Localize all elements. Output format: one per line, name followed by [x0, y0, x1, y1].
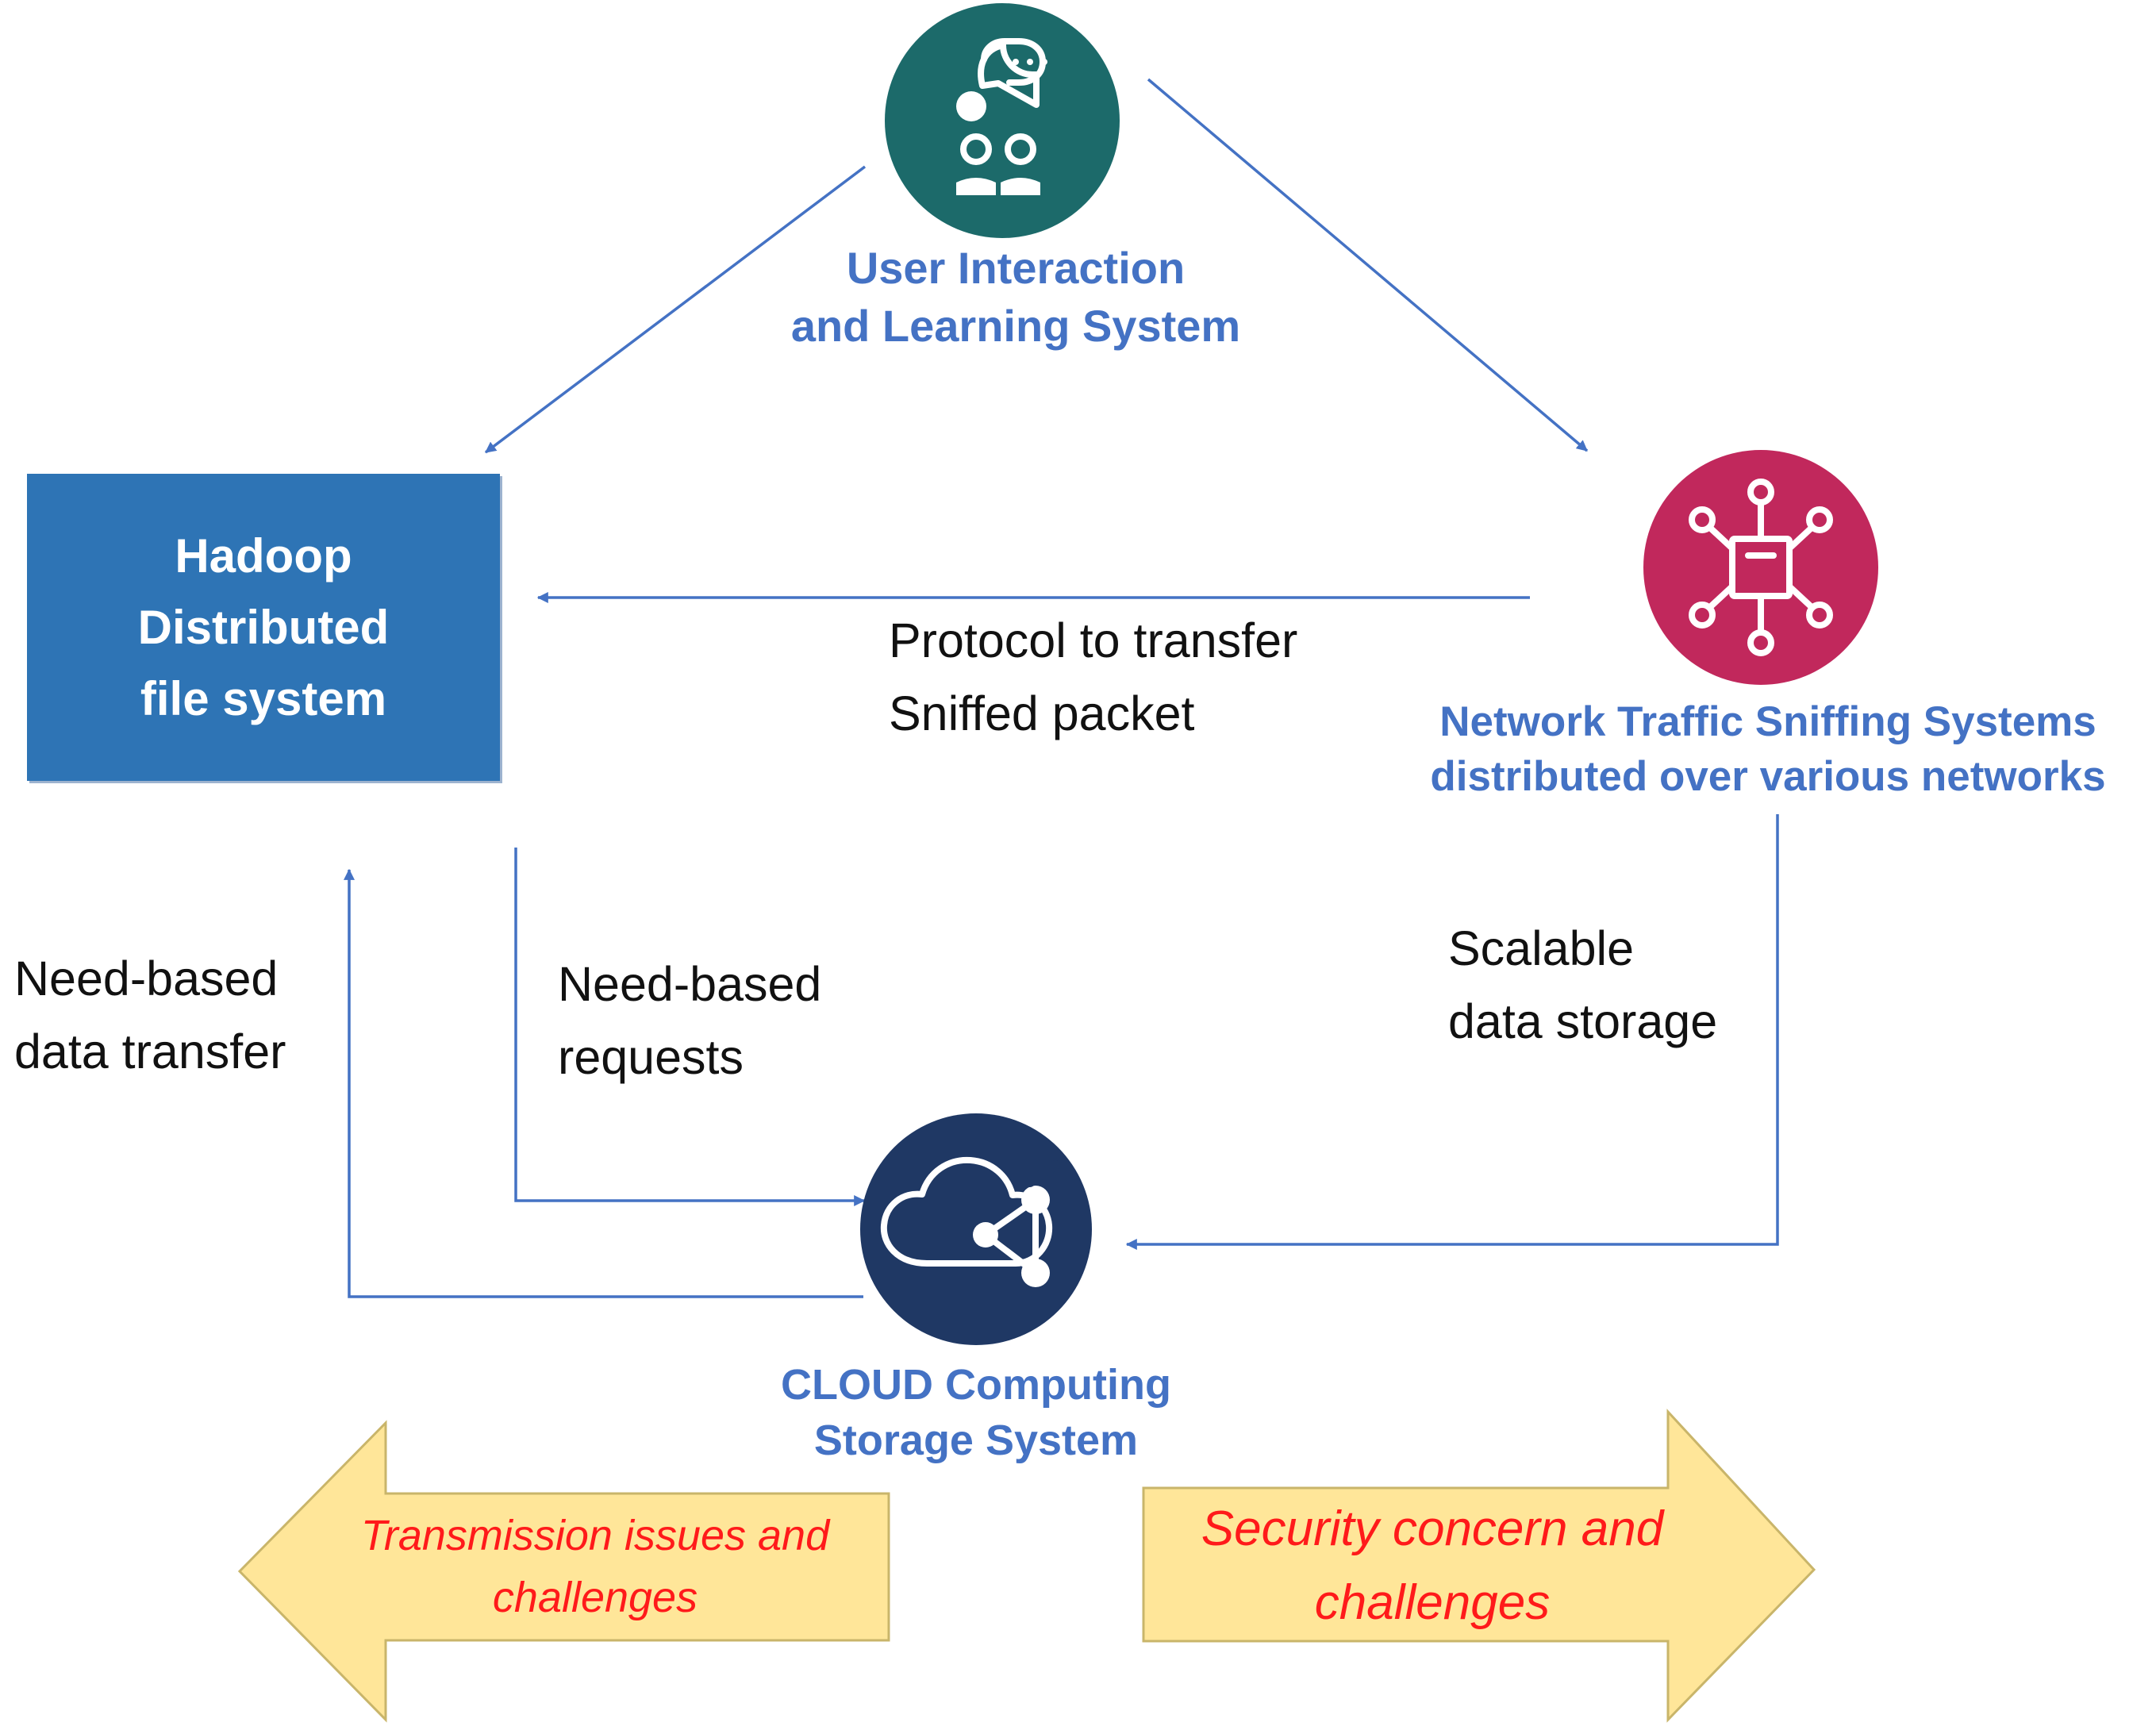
right-banner-text-line2: challenges: [1314, 1575, 1551, 1630]
network-hub-icon: [1689, 479, 1833, 656]
arrow-user-to-network: [1147, 78, 1589, 452]
left-banner-text-line2: challenges: [492, 1574, 698, 1622]
network-node-title-line1: Network Traffic Sniffing Systems: [1439, 698, 2096, 745]
hadoop-line1: Hadoop: [175, 529, 352, 582]
protocol-edge-label-line1: Protocol to transfer: [889, 613, 1298, 667]
network-node-title-line2: distributed over various networks: [1430, 752, 2106, 800]
need-based-transfer-label-line1: Need-based: [14, 952, 279, 1005]
left-banner-arrow: [237, 1420, 890, 1723]
left-banner-text: Transmission issues and challenges: [333, 1505, 857, 1629]
user-node-title: User Interaction and Learning System: [762, 240, 1270, 356]
cloud-node-title-line2: Storage System: [813, 1417, 1139, 1465]
arrow-cloud-to-hadoop: [344, 868, 863, 1298]
cloud-node-title: CLOUD Computing Storage System: [738, 1357, 1214, 1468]
need-based-transfer-label-line2: data transfer: [14, 1024, 286, 1078]
scalable-storage-label-line2: data storage: [1448, 994, 1718, 1048]
protocol-edge-label-line2: Sniffed packet: [889, 686, 1195, 740]
scalable-storage-label-line1: Scalable: [1448, 921, 1634, 975]
user-node-title-line1: User Interaction: [846, 243, 1186, 293]
hadoop-line2: Distributed: [137, 600, 390, 654]
hadoop-line3: file system: [140, 671, 387, 725]
right-banner-text-line1: Security concern and: [1201, 1501, 1664, 1556]
right-banner-text: Security concern and challenges: [1143, 1492, 1722, 1640]
network-node-title: Network Traffic Sniffing Systems distrib…: [1391, 695, 2145, 805]
protocol-edge-label: Protocol to transfer Sniffed packet: [889, 605, 1297, 750]
arrow-user-to-hadoop: [484, 165, 867, 454]
hadoop-box: Hadoop Distributed file system: [27, 474, 500, 781]
network-node: [1643, 450, 1878, 685]
need-based-requests-label-line2: requests: [558, 1029, 744, 1084]
user-node-title-line2: and Learning System: [790, 300, 1241, 351]
cloud-share-icon: [880, 1156, 1060, 1287]
need-based-requests-label: Need-based requests: [558, 948, 821, 1094]
scalable-storage-label: Scalable data storage: [1448, 913, 1717, 1058]
user-node: [885, 3, 1120, 238]
arrow-network-to-cloud: [1125, 814, 1779, 1250]
right-banner-arrow: [1142, 1409, 1816, 1723]
chat-users-icon: [956, 38, 1047, 195]
need-based-transfer-label: Need-based data transfer: [14, 943, 286, 1088]
need-based-requests-label-line1: Need-based: [558, 957, 822, 1011]
left-banner-text-line1: Transmission issues and: [360, 1512, 830, 1559]
arrow-hadoop-to-cloud: [514, 848, 866, 1206]
cloud-node-title-line1: CLOUD Computing: [781, 1361, 1171, 1409]
cloud-node: [860, 1113, 1092, 1345]
